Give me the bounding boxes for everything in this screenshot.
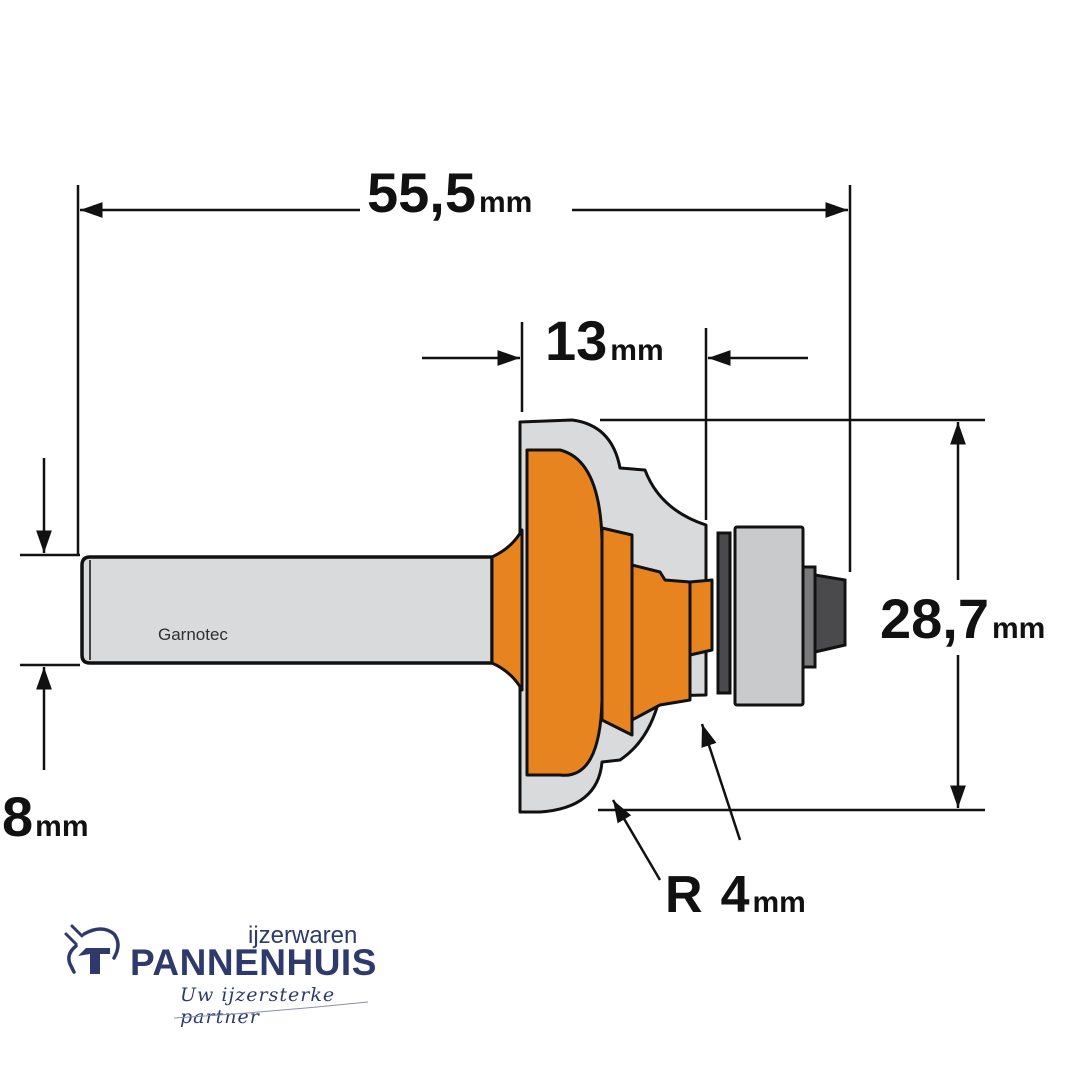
- dim-shank-diameter: 8mm: [2, 785, 89, 848]
- logo-top-line: ijzerwaren: [248, 922, 358, 949]
- tagline-swoosh: [173, 1001, 369, 1019]
- cutter-body: [490, 448, 714, 777]
- house-t-logo-icon: [64, 924, 120, 974]
- logo-tagline: Uw ijzersterke partner: [180, 984, 336, 1028]
- extension-lines: [20, 185, 985, 812]
- pannenhuis-logo: ijzerwaren PANNENHUIS Uw ijzersterke par…: [62, 920, 376, 1030]
- shank-brand-label: Garnotec: [158, 625, 228, 644]
- logo-name: PANNENHUIS: [130, 942, 377, 983]
- dimension-arrows: [36, 202, 966, 881]
- shank: Garnotec: [80, 555, 494, 665]
- guide-bearing: [716, 525, 847, 707]
